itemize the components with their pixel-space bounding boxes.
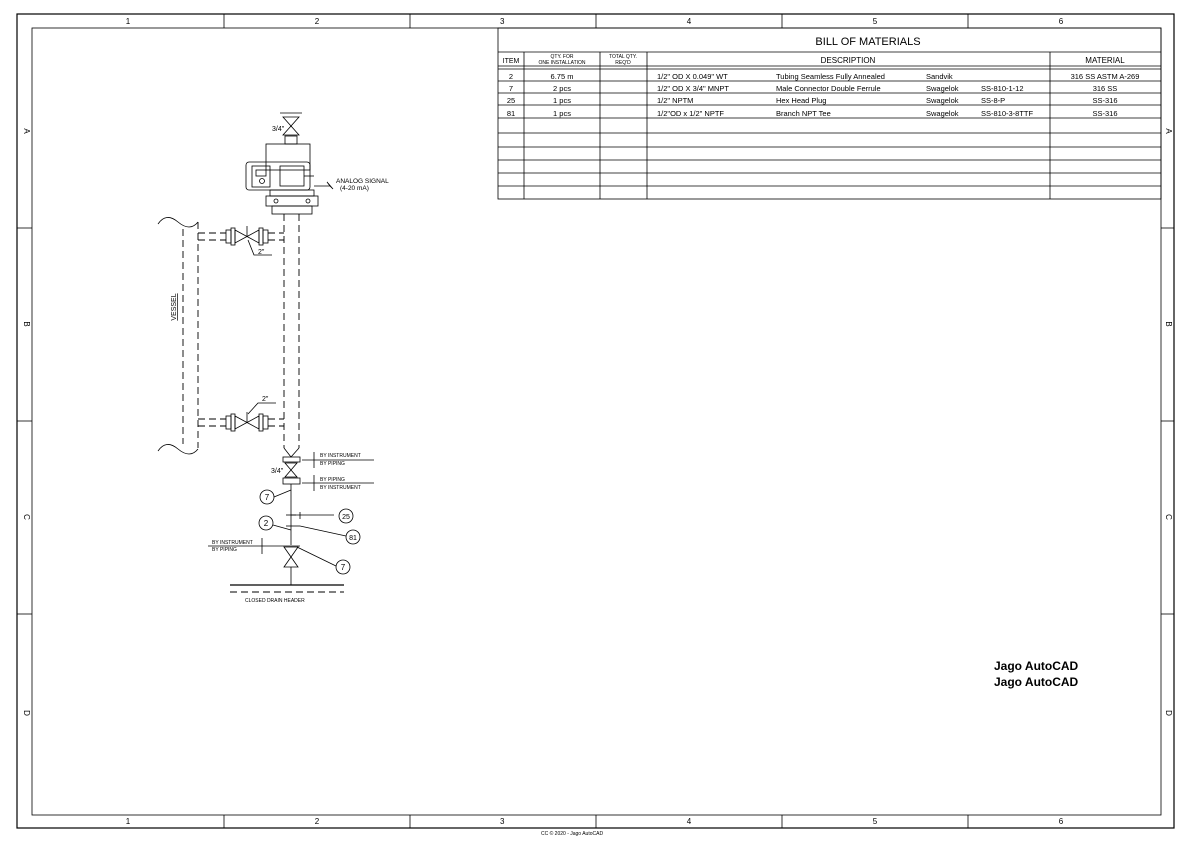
vessel-label: VESSEL [171,293,178,320]
bom-qty: 2 pcs [553,84,571,93]
col-label-bottom: 3 [500,817,505,826]
by-piping-label: BY PIPING [212,547,237,553]
col-label-top: 3 [500,17,505,26]
bom-header-qty: QTY. FOR [551,54,574,60]
col-label-bottom: 5 [873,817,878,826]
bom-header-qty: ONE INSTALLATION [538,60,585,66]
bom-item: 2 [509,72,513,81]
bom-item: 25 [507,96,515,105]
balloon-2 [258,515,274,531]
bom-vendor: Swagelok [926,109,959,118]
bom-qty: 1 pcs [553,96,571,105]
bom-title: BILL OF MATERIALS [815,36,920,48]
balloon-7-lower-label: 7 [341,563,346,572]
bom-description: Branch NPT Tee [776,109,831,118]
col-label-bottom: 1 [126,817,131,826]
upper-gate-valve [225,226,269,246]
by-instrument-label: BY INSTRUMENT [212,540,253,546]
bom-size: 1/2" OD X 0.049" WT [657,72,728,81]
watermark-text: Jago AutoCAD [994,659,1079,673]
bom-vendor: Swagelok [926,84,959,93]
balloon-7-label: 7 [265,493,270,502]
footer-credit: CC © 2020 - Jago AutoCAD [541,831,604,837]
bom-vendor: Swagelok [926,96,959,105]
column-labels: 1 2 3 4 5 6 1 2 3 4 5 6 [126,17,1064,826]
row-label-left: C [22,514,31,520]
bom-qty: 1 pcs [553,109,571,118]
by-instrument-label: BY INSTRUMENT [320,453,361,459]
row-label-right: D [1164,710,1173,716]
balloon-2-label: 2 [264,519,269,528]
bom-header-item: ITEM [503,58,520,65]
balloon-25 [338,508,354,524]
row-label-left: D [22,710,31,716]
bom-size: 1/2" OD X 3/4" MNPT [657,84,729,93]
sheet-frame [16,13,1175,829]
schematic: 3/4" ANALOG SIGNAL (4-20 mA) [157,112,389,604]
size-label-top: 3/4" [272,126,285,133]
bom-part: SS-810-1-12 [981,84,1024,93]
bom-description: Tubing Seamless Fully Annealed [776,72,885,81]
by-instrument-label: BY INSTRUMENT [320,485,361,491]
col-label-bottom: 6 [1059,817,1064,826]
col-label-top: 5 [873,17,878,26]
bom-size: 1/2"OD x 1/2" NPTF [657,109,724,118]
row-label-right: B [1164,321,1173,326]
bom-item: 81 [507,109,515,118]
bom-row: 7 2 pcs 1/2" OD X 3/4" MNPT Male Connect… [509,84,1117,93]
row-label-right: A [1164,128,1173,134]
row-label-left: B [22,321,31,326]
bom-header-material: MATERIAL [1085,56,1125,65]
bom-description: Male Connector Double Ferrule [776,84,881,93]
valve-size-lower: 2" [262,396,269,403]
bom-vendor: Sandvik [926,72,953,81]
bom-row: 25 1 pcs 1/2" NPTM Hex Head Plug Swagelo… [507,96,1118,105]
bom-header-total: REQ'D [615,60,631,66]
bom-material: SS-316 [1092,109,1117,118]
bom-header-description: DESCRIPTION [821,56,876,65]
col-label-top: 6 [1059,17,1064,26]
level-transmitter [245,143,319,215]
bom-part: SS-810-3-8TTF [981,109,1034,118]
balloon-81-label: 81 [349,535,357,542]
bom-material: SS-316 [1092,96,1117,105]
balloon-25-label: 25 [342,514,350,521]
col-label-top: 1 [126,17,131,26]
bom-item: 7 [509,84,513,93]
bom-size: 1/2" NPTM [657,96,693,105]
bom-part: SS-8-P [981,96,1005,105]
valve-size-upper: 2" [258,249,265,256]
row-label-right: C [1164,514,1173,520]
analog-signal-label: (4-20 mA) [340,185,369,192]
closed-drain-header-label: CLOSED DRAIN HEADER [245,598,305,604]
bom-material: 316 SS [1093,84,1118,93]
size-label-bottom: 3/4" [271,468,284,475]
balloon-81 [345,529,361,545]
watermark-text: Jago AutoCAD [994,675,1079,689]
row-label-left: A [22,128,31,134]
top-valve-symbol [280,112,302,145]
vessel-outline [157,217,199,455]
bom-row: 81 1 pcs 1/2"OD x 1/2" NPTF Branch NPT T… [507,109,1118,118]
drain-valve [283,546,299,585]
col-label-top: 2 [315,17,320,26]
row-labels: A B C D A B C D [22,128,1173,716]
balloon-7-lower [335,559,351,575]
bom-qty: 6.75 m [551,72,574,81]
col-label-bottom: 2 [315,817,320,826]
by-piping-label: BY PIPING [320,477,345,483]
col-label-top: 4 [687,17,692,26]
by-piping-label: BY PIPING [320,461,345,467]
bom-header-total: TOTAL QTY. [609,54,637,60]
bom-description: Hex Head Plug [776,96,826,105]
col-label-bottom: 4 [687,817,692,826]
bottom-valve [282,456,301,545]
lower-gate-valve [225,412,269,432]
analog-signal-label: ANALOG SIGNAL [336,178,389,185]
bom-material: 316 SS ASTM A-269 [1071,72,1140,81]
bill-of-materials: BILL OF MATERIALS ITEM QTY. FOR ONE INST… [497,27,1162,200]
bom-row: 2 6.75 m 1/2" OD X 0.049" WT Tubing Seam… [509,72,1139,81]
